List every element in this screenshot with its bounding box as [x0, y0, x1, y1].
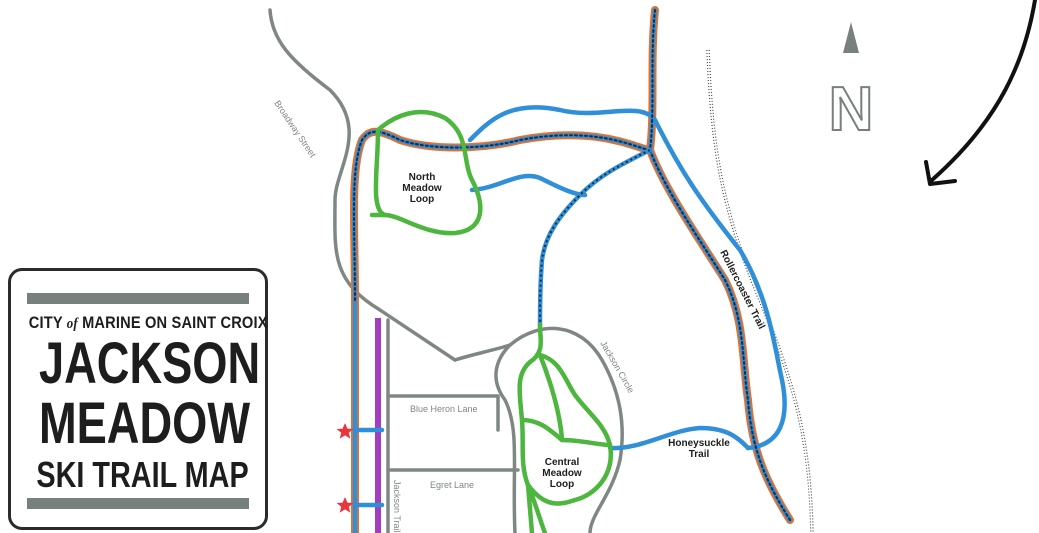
- star-marker-icon: [336, 497, 354, 513]
- central-meadow-inner-3: [525, 482, 535, 533]
- orange-trail: [349, 6, 794, 533]
- green-trails: [369, 109, 614, 533]
- jackson-trail-label: Jackson Trail: [392, 480, 402, 533]
- title-city-line: CITY of MARINE ON SAINT CROIX: [28, 313, 268, 332]
- center-connector-blue: [537, 147, 653, 328]
- star-marker-icon: [336, 423, 354, 439]
- north-arrow-icon: N: [828, 22, 874, 145]
- title-bar-bottom: [27, 498, 249, 509]
- north-meadow-loop: [373, 109, 483, 236]
- center-connector-dotted: [539, 149, 651, 326]
- blue-trail-north-loop: [467, 105, 787, 451]
- blue-trail-meadow-spur: [469, 173, 588, 198]
- broadway-street-road: [268, 8, 457, 362]
- curved-arrow-icon: [924, 0, 1037, 186]
- broadway-street-label: Broadway Street: [272, 99, 318, 160]
- roads: [268, 8, 624, 533]
- jackson-circle-road-west: [494, 343, 517, 533]
- blue-heron-lane-label: Blue Heron Lane: [410, 404, 478, 414]
- title-ski-trail-map: SKI TRAIL MAP: [36, 454, 249, 495]
- north-letter: N: [829, 75, 874, 144]
- central-meadow-inner-2: [519, 417, 613, 448]
- blue-trails: [351, 7, 793, 533]
- central-meadow-inner-1: [537, 352, 565, 443]
- dotted-trail-center: [539, 149, 651, 326]
- railroad-track: [706, 49, 814, 533]
- title-jackson: JACKSON: [38, 331, 261, 396]
- egret-lane-label: Egret Lane: [430, 480, 474, 490]
- jackson-circle-road: [508, 326, 624, 533]
- dotted-trail-east: [649, 149, 791, 521]
- title-meadow: MEADOW: [38, 391, 251, 456]
- star-markers: [336, 423, 354, 513]
- blue-heron-lane-road: [386, 394, 500, 432]
- honeysuckle-trail: [607, 425, 751, 451]
- orange-trail-east: [646, 146, 794, 524]
- blue-trail-east: [647, 147, 793, 523]
- title-bar-top: [27, 293, 249, 304]
- map-title-box: CITY of MARINE ON SAINT CROIX JACKSON ME…: [8, 268, 268, 530]
- dotted-trail-west: [352, 9, 656, 301]
- road-segment: [453, 343, 512, 362]
